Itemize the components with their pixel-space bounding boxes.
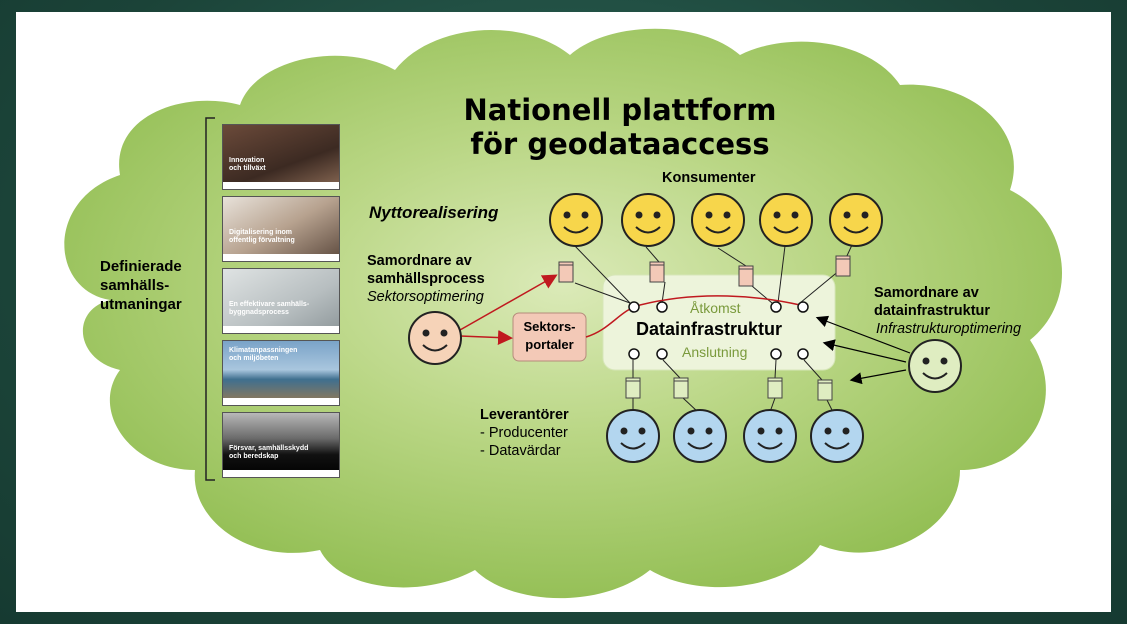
- consumer-smiley-icon: [829, 193, 883, 247]
- doc-icon: [738, 265, 754, 287]
- consumer-smiley-icon: [549, 193, 603, 247]
- nyttorealisering-label: Nyttorealisering: [369, 203, 499, 222]
- thumbnail-footer: [223, 326, 339, 333]
- red-arrow-right: [459, 330, 513, 346]
- connectors: [628, 301, 809, 360]
- doc-icon: [673, 377, 689, 399]
- leverantorer-item: - Producenter: [480, 425, 568, 441]
- challenges-label-line: samhälls-: [100, 277, 170, 294]
- sektorsportaler-label: Sektors- portaler: [513, 318, 586, 354]
- challenges-label-line: Definierade: [100, 258, 182, 275]
- consumer-smiley-icon: [759, 193, 813, 247]
- sektorsportaler-line2: portaler: [525, 337, 574, 352]
- consumer-smiley-icon: [621, 193, 675, 247]
- samordnare-infra-line1: Samordnare av: [874, 285, 979, 301]
- konsumenter-label: Konsumenter: [662, 170, 756, 186]
- thumbnail-caption: Digitalisering inom offentlig förvaltnin…: [229, 229, 295, 244]
- access-line: [585, 295, 801, 338]
- thumbnail-klimat: Klimatanpassningen och miljöbeten: [222, 340, 340, 406]
- doc-icon: [558, 261, 574, 283]
- thumbnail-forsvar: Försvar, samhällsskydd och beredskap: [222, 412, 340, 478]
- red-arrow-up: [459, 274, 558, 331]
- bracket: [205, 117, 215, 481]
- supplier-smiley-icon: [810, 409, 864, 463]
- supplier-smiley-icon: [743, 409, 797, 463]
- thumbnail-digitalisering: Digitalisering inom offentlig förvaltnin…: [222, 196, 340, 262]
- thumbnail-footer: [223, 254, 339, 261]
- doc-icon: [835, 255, 851, 277]
- leverantorer-item: - Datavärdar: [480, 443, 561, 459]
- samordnare-process-line1: Samordnare av: [367, 253, 472, 269]
- thumbnail-caption: En effektivare samhälls- byggnadsprocess: [229, 301, 310, 316]
- thumbnail-footer: [223, 470, 339, 477]
- atkomst-label: Åtkomst: [690, 300, 741, 316]
- consumer-lines: [573, 244, 853, 304]
- title-line-1: Nationell plattform: [463, 93, 777, 127]
- datainfrastruktur-title: Datainfrastruktur: [636, 319, 783, 339]
- smileys: [408, 193, 962, 463]
- samordnare-process-line2: samhällsprocess: [367, 271, 485, 287]
- datainfrastruktur-box: [602, 274, 836, 371]
- anslutning-label: Anslutning: [682, 344, 748, 360]
- samordnare-infra-line2: datainfrastruktur: [874, 303, 991, 319]
- challenges-label: Definierade samhälls- utmaningar: [100, 257, 182, 314]
- thumbnail-caption: Försvar, samhällsskydd och beredskap: [229, 445, 309, 460]
- doc-icon: [767, 377, 783, 399]
- doc-icon: [649, 261, 665, 283]
- doc-icon: [625, 377, 641, 399]
- leverantorer-title: Leverantörer: [480, 407, 569, 423]
- supplier-smiley-icon: [673, 409, 727, 463]
- title-line-2: för geodataaccess: [470, 127, 770, 161]
- thumbnail-footer: [223, 182, 339, 189]
- thumbnail-samhallsbyggnad: En effektivare samhälls- byggnadsprocess: [222, 268, 340, 334]
- leverantorer-label: Leverantörer - Producenter - Datavärdar: [480, 406, 569, 460]
- samordnare-infra-label: Samordnare av datainfrastruktur Infrastr…: [874, 284, 1021, 338]
- document-icons: [558, 255, 851, 401]
- doc-icon: [817, 379, 833, 401]
- thumbnail-caption: Klimatanpassningen och miljöbeten: [229, 347, 298, 362]
- consumer-smiley-icon: [691, 193, 745, 247]
- page-title: Nationell plattform för geodataaccess: [440, 93, 800, 161]
- coordinator-infra-smiley-icon: [908, 339, 962, 393]
- thumbnail-footer: [223, 398, 339, 405]
- coordinator-process-smiley-icon: [408, 311, 462, 365]
- samordnare-process-role: Sektorsoptimering: [367, 289, 484, 305]
- thumbnail-innovation: Innovation och tillväxt: [222, 124, 340, 190]
- black-arrows: [815, 315, 911, 385]
- supplier-smiley-icon: [606, 409, 660, 463]
- sektorsportaler-line1: Sektors-: [523, 319, 576, 334]
- thumbnail-caption: Innovation och tillväxt: [229, 157, 266, 172]
- challenges-label-line: utmaningar: [100, 296, 182, 313]
- samordnare-infra-role: Infrastrukturoptimering: [876, 321, 1022, 337]
- samordnare-process-label: Samordnare av samhällsprocess Sektorsopt…: [367, 252, 485, 306]
